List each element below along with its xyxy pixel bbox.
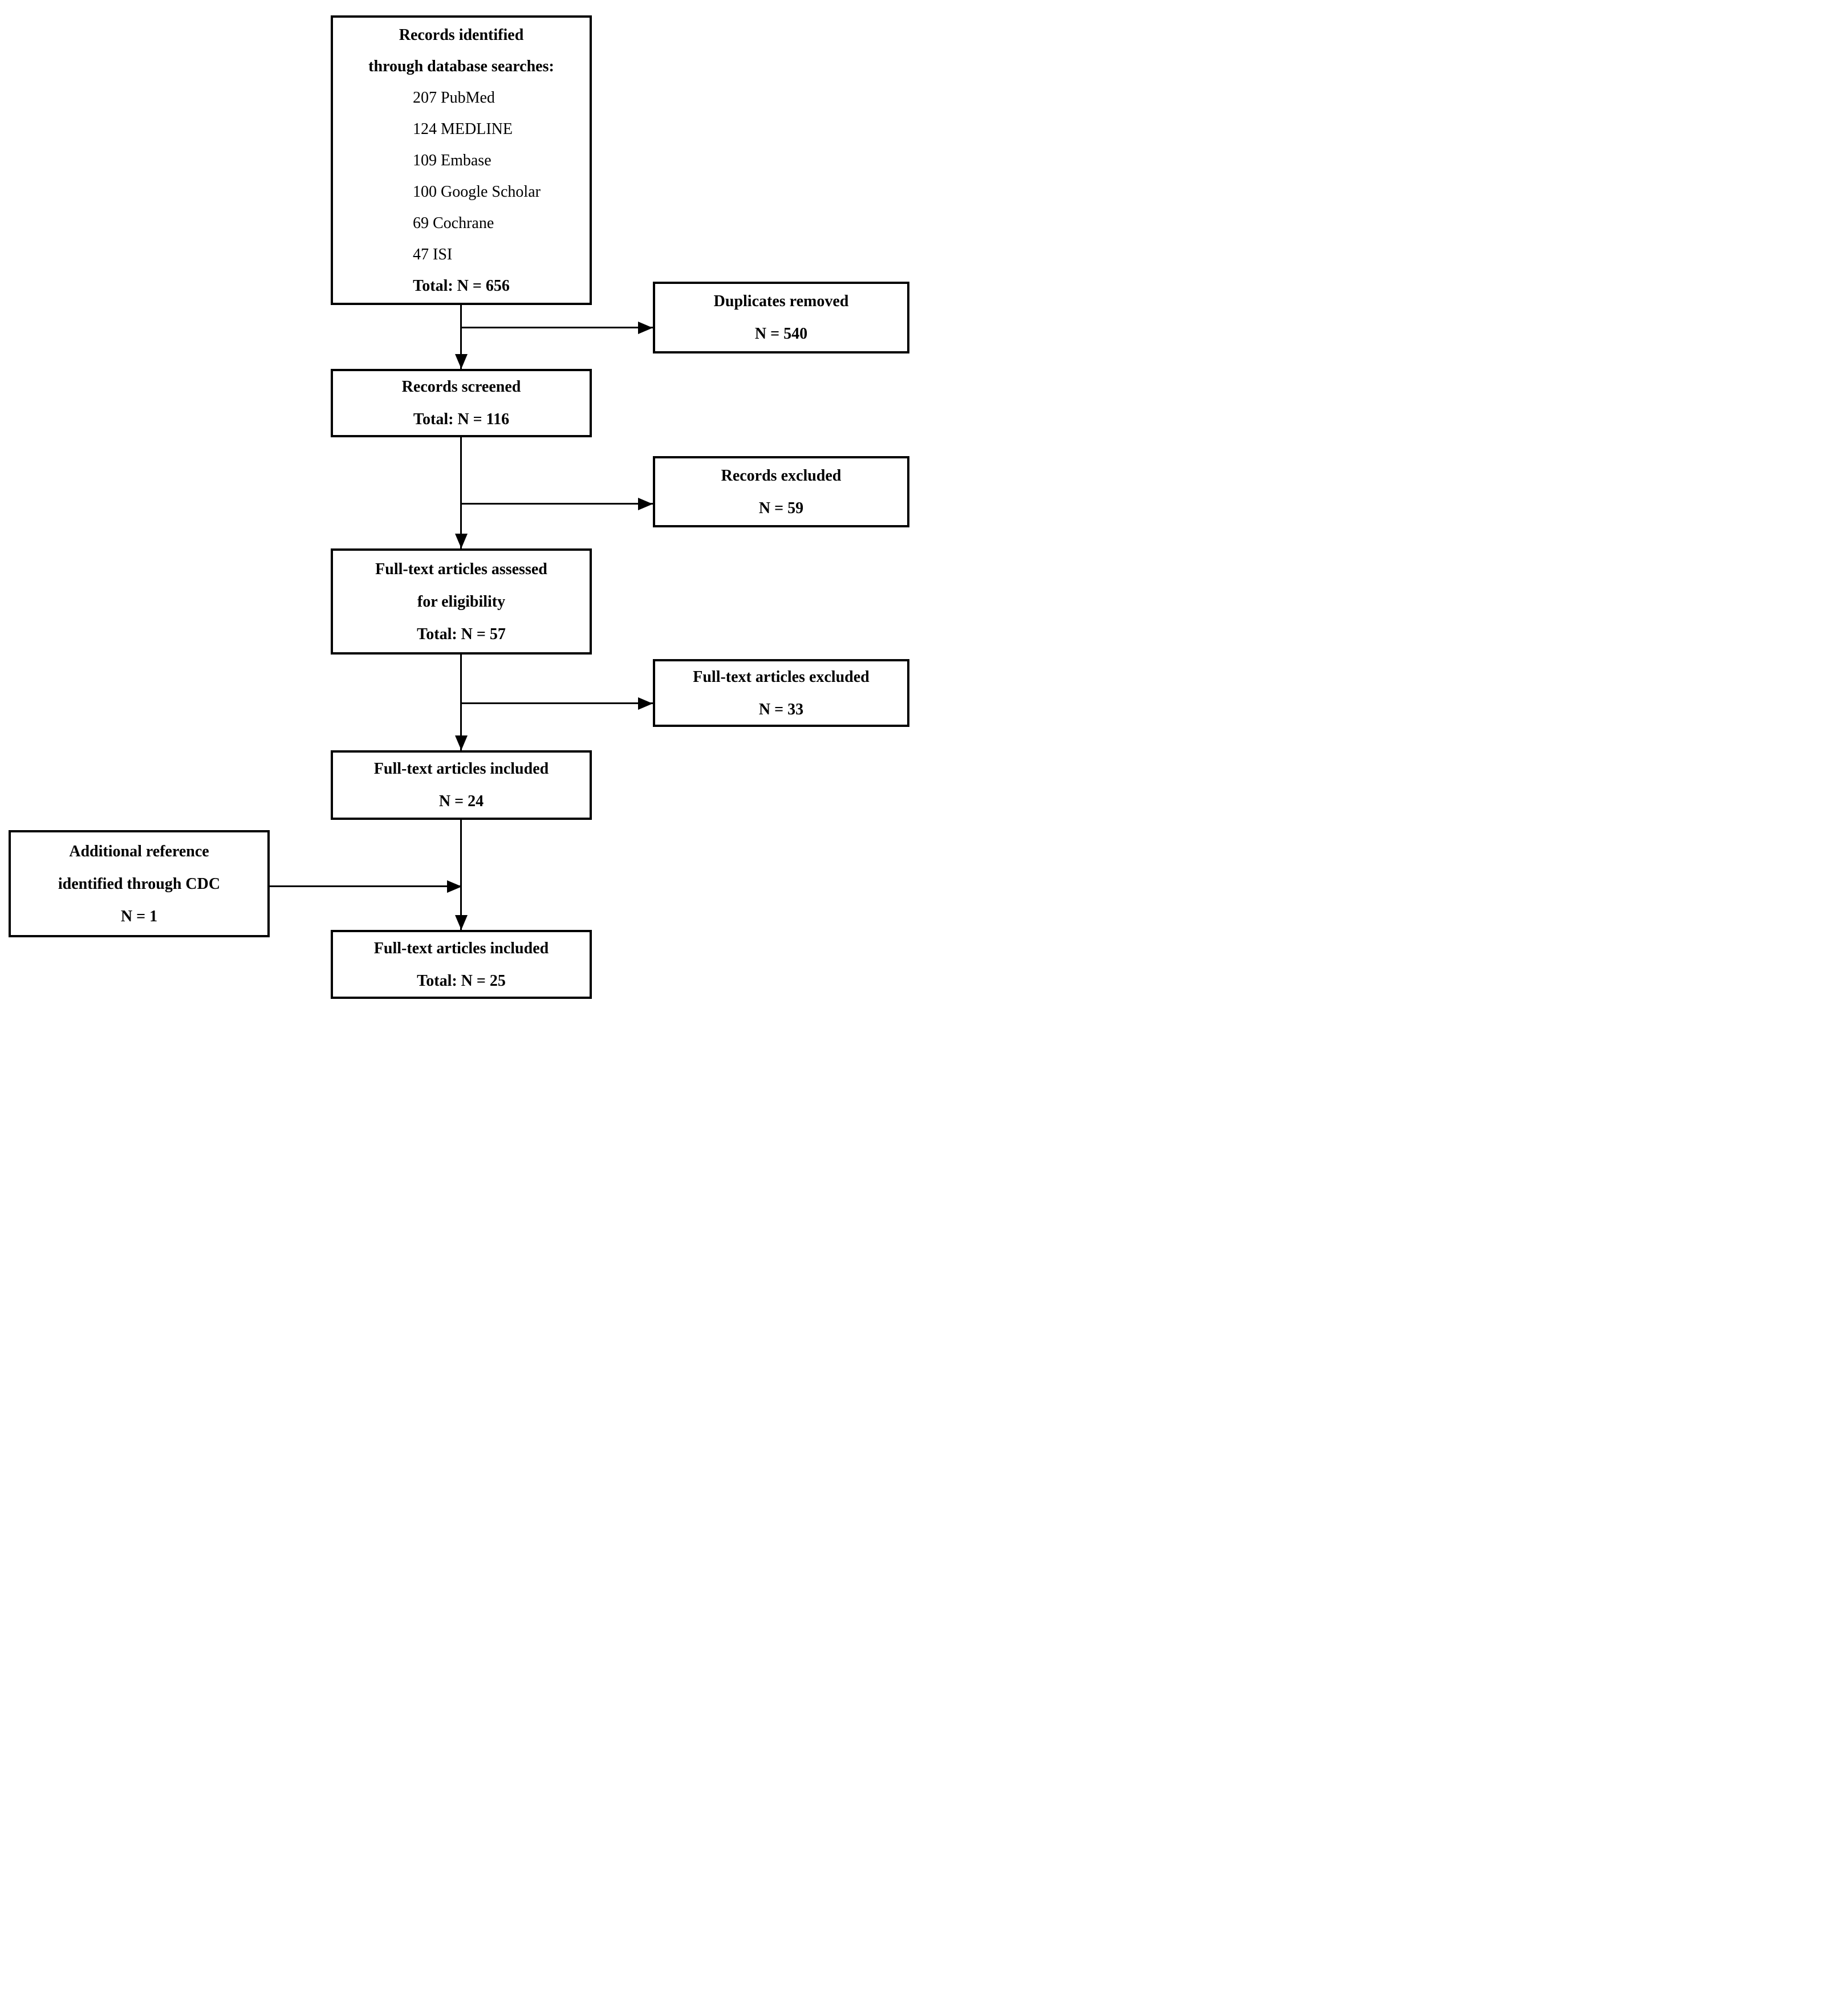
records-screened-label: Records screened (401, 378, 521, 396)
fulltext-assessed-box: Full-text articles assessed for eligibil… (331, 548, 592, 655)
identification-source-cochrane: 69 Cochrane (413, 214, 494, 232)
prisma-flow-diagram: Records identified through database sear… (0, 0, 918, 1008)
fulltext-included-label: Full-text articles included (373, 760, 549, 778)
fulltext-included-box: Full-text articles included N = 24 (331, 750, 592, 820)
connector-branch-to-fulltext-excluded (461, 702, 653, 704)
connector-branch-to-duplicates (461, 327, 653, 328)
identification-box: Records identified through database sear… (331, 15, 592, 305)
arrow-down-icon (455, 915, 468, 930)
identification-total: Total: N = 656 (413, 277, 510, 295)
fulltext-included-count: N = 24 (438, 792, 484, 810)
fulltext-excluded-box: Full-text articles excluded N = 33 (653, 659, 909, 727)
identification-source-pubmed: 207 PubMed (413, 88, 495, 107)
connector-screened-to-assessed (460, 437, 462, 548)
fulltext-assessed-label-line2: for eligibility (417, 592, 506, 611)
arrow-right-icon (447, 880, 462, 893)
fulltext-assessed-count: Total: N = 57 (417, 625, 506, 643)
fulltext-excluded-count: N = 33 (758, 700, 804, 718)
additional-reference-count: N = 1 (120, 907, 158, 925)
duplicates-removed-box: Duplicates removed N = 540 (653, 282, 909, 353)
additional-reference-label-line1: Additional reference (69, 842, 209, 860)
final-included-box: Full-text articles included Total: N = 2… (331, 930, 592, 999)
connector-branch-to-records-excluded (461, 503, 653, 505)
arrow-right-icon (638, 498, 653, 510)
connector-assessed-to-included (460, 655, 462, 750)
identification-source-embase: 109 Embase (413, 151, 492, 169)
records-excluded-label: Records excluded (721, 466, 842, 485)
arrow-down-icon (455, 534, 468, 548)
connector-cdc-to-main (270, 885, 462, 887)
final-included-count: Total: N = 25 (417, 972, 506, 990)
records-excluded-count: N = 59 (758, 499, 804, 517)
additional-reference-label-line2: identified through CDC (58, 875, 221, 893)
duplicates-removed-count: N = 540 (754, 325, 808, 343)
identification-source-google-scholar: 100 Google Scholar (413, 182, 541, 201)
records-screened-box: Records screened Total: N = 116 (331, 369, 592, 437)
fulltext-assessed-label-line1: Full-text articles assessed (375, 560, 547, 578)
identification-title-line2: through database searches: (368, 57, 554, 75)
additional-reference-box: Additional reference identified through … (9, 830, 270, 937)
fulltext-excluded-label: Full-text articles excluded (693, 668, 870, 686)
connector-included-to-final (460, 820, 462, 930)
arrow-down-icon (455, 354, 468, 369)
arrow-right-icon (638, 697, 653, 710)
records-excluded-box: Records excluded N = 59 (653, 456, 909, 527)
identification-source-isi: 47 ISI (413, 245, 453, 263)
duplicates-removed-label: Duplicates removed (713, 292, 849, 310)
identification-source-medline: 124 MEDLINE (413, 120, 513, 138)
arrow-down-icon (455, 735, 468, 750)
final-included-label: Full-text articles included (373, 939, 549, 957)
identification-title-line1: Records identified (399, 26, 524, 44)
connector-identification-to-screened (460, 305, 462, 369)
records-screened-count: Total: N = 116 (413, 410, 510, 428)
arrow-right-icon (638, 322, 653, 334)
